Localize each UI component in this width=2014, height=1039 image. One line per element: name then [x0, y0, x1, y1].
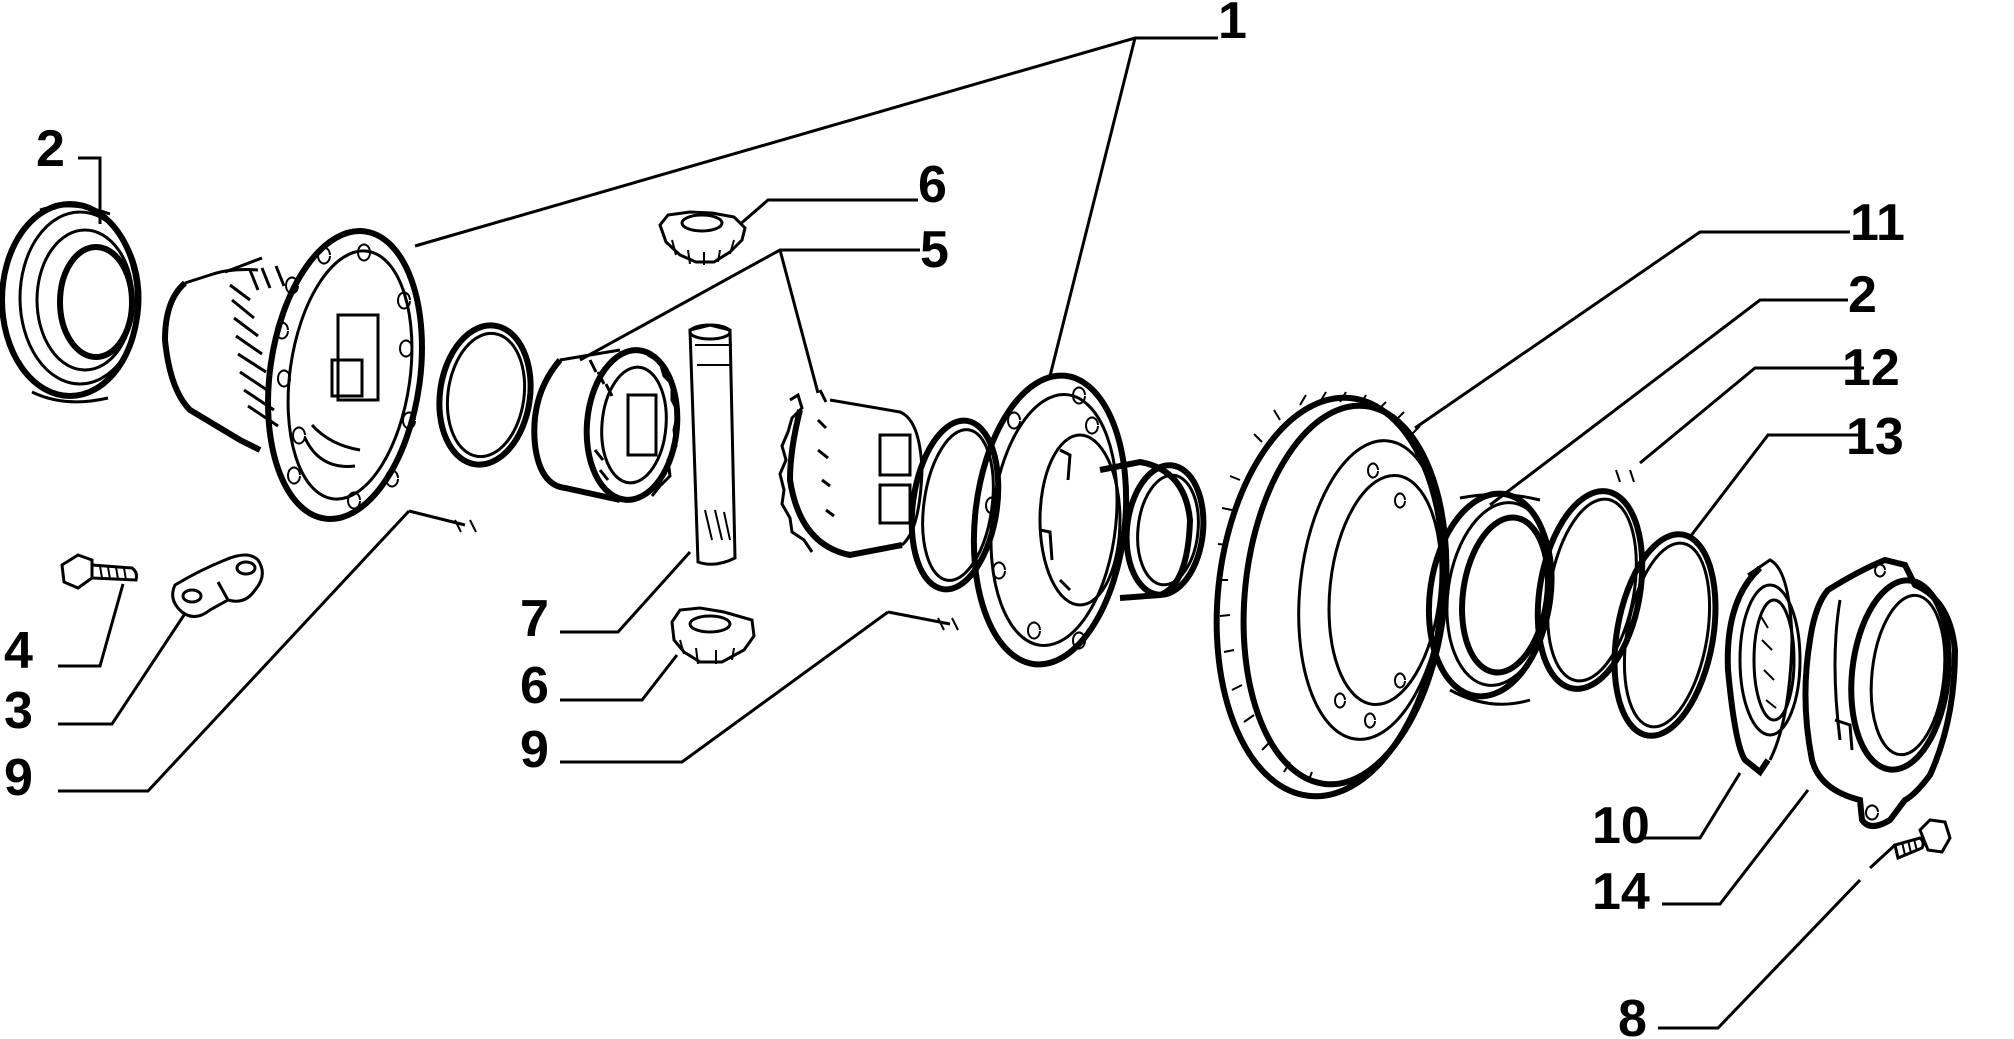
- callout-3: 3: [4, 682, 33, 740]
- callout-14: 14: [1592, 863, 1650, 921]
- bolt-8: [1893, 818, 1952, 861]
- callout-labels: 1 2 6 5 4 3 9 7 6 9 11 2 12 13 10 14 8: [4, 0, 1905, 1039]
- bolt-4: [60, 553, 138, 590]
- ring-gear-teeth: [1217, 391, 1421, 783]
- planet-gear-top: [658, 210, 747, 265]
- callout-10: 10: [1592, 797, 1650, 855]
- ring-gear-teeth-left: [229, 265, 286, 428]
- flange-bearing: [1802, 556, 1959, 829]
- callout-5: 5: [920, 221, 949, 279]
- callout-4: 4: [4, 622, 33, 680]
- callout-12: 12: [1842, 339, 1900, 397]
- ring-gear: [1213, 391, 1450, 800]
- callout-2-right: 2: [1848, 266, 1877, 324]
- bolt-hole-marks-right: [985, 386, 1099, 650]
- callout-13: 13: [1846, 408, 1904, 466]
- callout-11: 11: [1850, 194, 1905, 252]
- callout-8: 8: [1618, 990, 1647, 1039]
- lock-plate-3: [171, 553, 264, 618]
- callout-9-mid: 9: [520, 721, 549, 779]
- pinion-shaft: [688, 323, 737, 566]
- callout-2-left: 2: [36, 120, 65, 178]
- bolt-hole-marks-left: [275, 243, 416, 510]
- side-gear-right: [778, 389, 924, 559]
- ring-gear-holes: [1334, 462, 1406, 729]
- bearing-left: [0, 201, 142, 404]
- planet-gear-bottom: [670, 606, 756, 665]
- retaining-plate: [1724, 558, 1802, 777]
- differential-housing-right: [970, 372, 1207, 668]
- shim-ring-right: [1534, 469, 1646, 692]
- o-ring: [1611, 531, 1719, 739]
- shim-ring-left: [436, 322, 534, 533]
- differential-housing-left: [161, 228, 425, 522]
- side-gear-left: [531, 347, 681, 503]
- callout-9-left: 9: [4, 749, 33, 807]
- callout-6-top: 6: [918, 156, 947, 214]
- callout-1: 1: [1218, 0, 1247, 50]
- callout-6-bottom: 6: [520, 657, 549, 715]
- callout-7: 7: [520, 590, 549, 648]
